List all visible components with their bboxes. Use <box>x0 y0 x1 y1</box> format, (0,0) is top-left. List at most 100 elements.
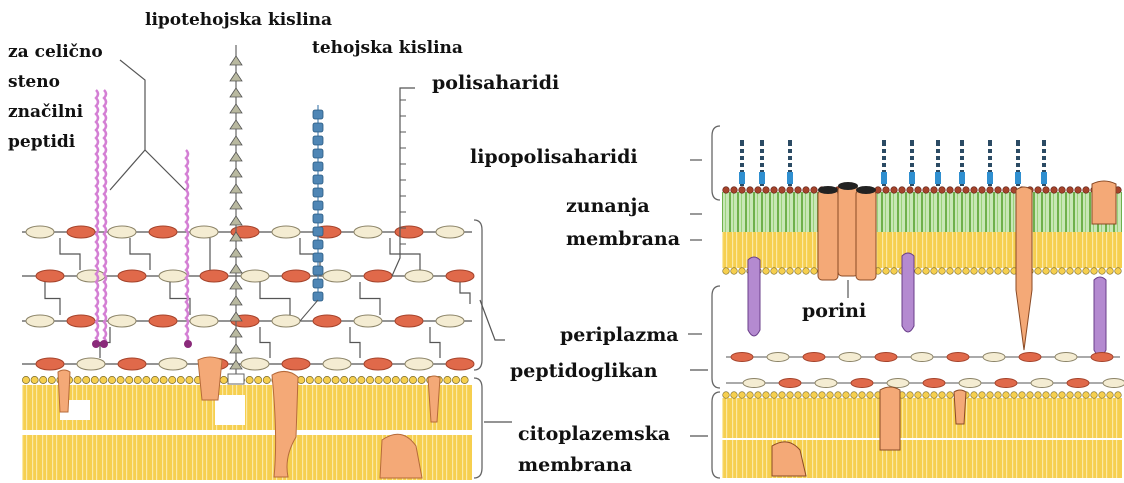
lipid-head <box>795 392 802 399</box>
inner-head <box>995 268 1002 275</box>
label-lipopolysaccharides: lipopolisaharidi <box>470 146 638 169</box>
inner-head <box>971 268 978 275</box>
lipid-head <box>22 376 29 383</box>
lipid-head <box>1099 392 1106 399</box>
nam-sugar <box>446 358 474 370</box>
inner-head <box>963 268 970 275</box>
lipid-head <box>1107 392 1114 399</box>
lipid-head <box>332 376 339 383</box>
lipid-head <box>739 392 746 399</box>
label-cytoplasmic-membrane-1: citoplazemska <box>518 423 670 446</box>
lipid-head <box>409 376 416 383</box>
lipid-head <box>971 392 978 399</box>
inner-head <box>979 268 986 275</box>
lps-unit <box>935 153 941 156</box>
label-peptides-2: steno <box>8 72 60 92</box>
peptide-strand <box>96 90 98 346</box>
nag-sugar <box>77 270 105 282</box>
lipid-head <box>1115 392 1122 399</box>
nam-sugar <box>364 270 392 282</box>
nam-sugar <box>395 315 423 327</box>
teichoic-unit <box>313 175 323 184</box>
nag-sugar <box>436 315 464 327</box>
nag-sugar <box>77 358 105 370</box>
lipid-head <box>979 392 986 399</box>
lipoprotein <box>902 253 914 332</box>
nag-sugar <box>1055 353 1077 362</box>
inner-head <box>947 268 954 275</box>
nag-sugar <box>26 226 54 238</box>
teichoic-unit <box>313 110 323 119</box>
lipid-head <box>263 376 270 383</box>
lipid-head <box>177 376 184 383</box>
outer-head <box>803 187 810 194</box>
lipid-head <box>1051 392 1058 399</box>
lipoteichoic-unit <box>230 216 242 225</box>
label-lipoteichoic-acid: lipotehojska kislina <box>145 10 332 30</box>
lps-core <box>1015 172 1021 184</box>
lps-unit <box>881 160 887 163</box>
lps-unit <box>987 160 993 163</box>
lipoteichoic-unit <box>230 72 242 81</box>
inner-head <box>723 268 730 275</box>
outer-head <box>955 187 962 194</box>
lipoteichoic-unit <box>230 296 242 305</box>
lipid-head <box>392 376 399 383</box>
leader-line <box>120 60 145 150</box>
lipid-head <box>117 376 124 383</box>
lipid-head <box>755 392 762 399</box>
nag-sugar <box>911 353 933 362</box>
outer-membrane-lps-layer <box>722 192 1122 232</box>
inner-head <box>1099 268 1106 275</box>
membrane-protein <box>954 390 966 424</box>
lipid-head <box>771 392 778 399</box>
lipoteichoic-unit <box>230 184 242 193</box>
nag-sugar <box>108 315 136 327</box>
lps-unit <box>959 160 965 163</box>
lipid-head <box>246 376 253 383</box>
teichoic-unit <box>313 279 323 288</box>
lipid-head <box>323 376 330 383</box>
label-peptides-4: peptidi <box>8 132 75 152</box>
nag-sugar <box>887 379 909 388</box>
nam-sugar <box>364 358 392 370</box>
porin <box>838 186 858 276</box>
lipid-head <box>298 376 305 383</box>
lipid-head <box>126 376 133 383</box>
lipid-head <box>74 376 81 383</box>
outer-head <box>1035 187 1042 194</box>
lipid-head <box>366 376 373 383</box>
lipid-head <box>987 392 994 399</box>
lps-core <box>909 172 915 184</box>
lps-unit <box>909 160 915 163</box>
lipid-head <box>143 376 150 383</box>
nag-sugar <box>959 379 981 388</box>
lipid-head <box>1075 392 1082 399</box>
lipid-head <box>341 376 348 383</box>
outer-head <box>763 187 770 194</box>
nam-sugar <box>731 353 753 362</box>
inner-head <box>1003 268 1010 275</box>
lps-unit <box>1041 153 1047 156</box>
lipoteichoic-unit <box>230 280 242 289</box>
lipid-head <box>723 392 730 399</box>
inner-head <box>1043 268 1050 275</box>
nam-sugar <box>947 353 969 362</box>
outer-membrane-lipid-layer <box>722 232 1122 268</box>
inner-head <box>739 268 746 275</box>
lps-core <box>987 172 993 184</box>
outer-head <box>915 187 922 194</box>
peptide-crosslink <box>360 282 380 315</box>
nam-sugar <box>395 226 423 238</box>
lipoteichoic-unit <box>230 120 242 129</box>
region-bracket <box>712 286 720 388</box>
lipid-head <box>452 376 459 383</box>
lipoteichoic-unit <box>230 248 242 257</box>
lipid-head <box>151 376 158 383</box>
lipid-head <box>1019 392 1026 399</box>
lipid-head <box>1027 392 1034 399</box>
nag-sugar <box>839 353 861 362</box>
teichoic-unit <box>313 162 323 171</box>
nag-sugar <box>272 226 300 238</box>
nag-sugar <box>190 226 218 238</box>
